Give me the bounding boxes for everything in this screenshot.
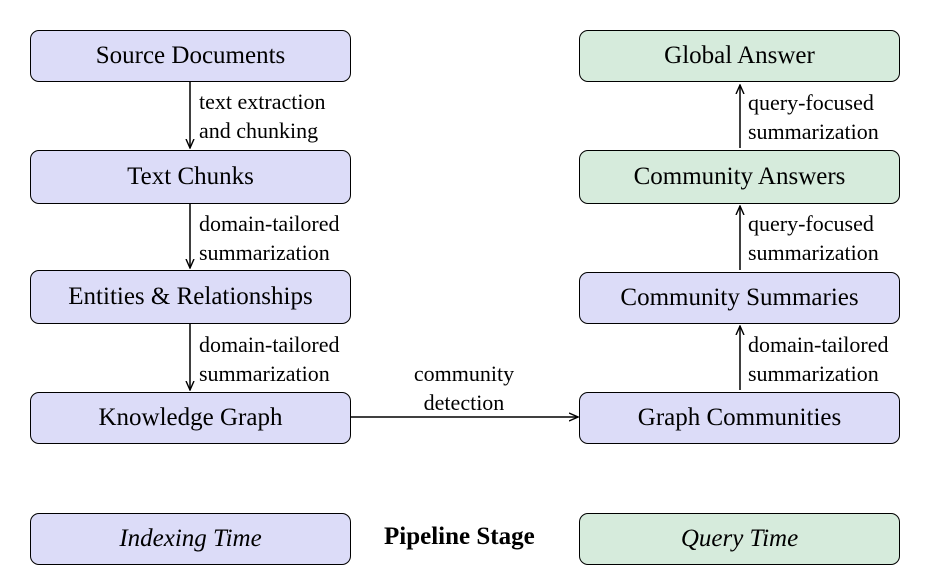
legend-pipeline-stage: Pipeline Stage xyxy=(384,523,535,550)
node-source-documents: Source Documents xyxy=(30,30,351,82)
node-community-answers: Community Answers xyxy=(579,150,900,204)
node-global-answer: Global Answer xyxy=(579,30,900,82)
node-graph-communities: Graph Communities xyxy=(579,392,900,444)
node-knowledge-graph: Knowledge Graph xyxy=(30,392,351,444)
node-community-summaries: Community Summaries xyxy=(579,272,900,324)
node-text-chunks: Text Chunks xyxy=(30,150,351,204)
legend-query-time: Query Time xyxy=(579,513,900,565)
node-entities-relationships: Entities & Relationships xyxy=(30,270,351,324)
legend-indexing-time: Indexing Time xyxy=(30,513,351,565)
